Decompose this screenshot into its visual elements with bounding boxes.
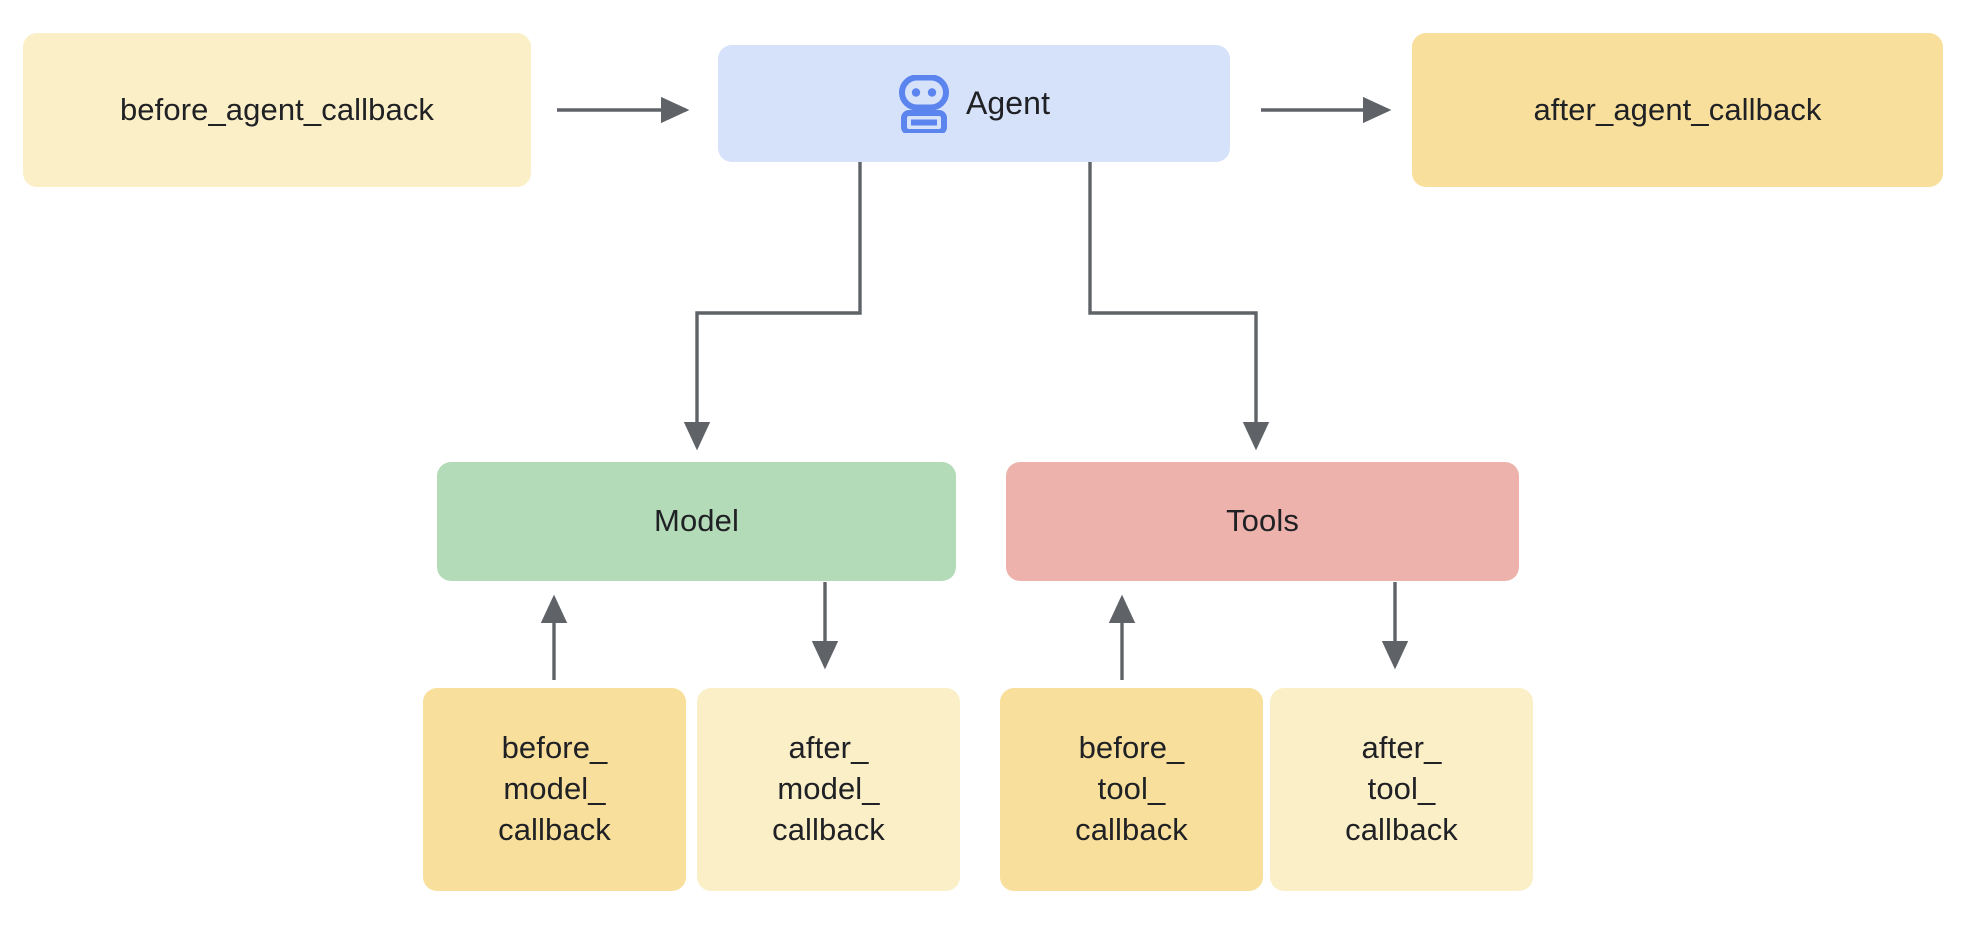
node-model[interactable]: Model	[437, 462, 956, 581]
node-before-model-callback-label: before_ model_ callback	[498, 730, 611, 847]
node-before-agent-callback[interactable]: before_agent_callback	[23, 33, 531, 187]
node-before-tool-callback-label: before_ tool_ callback	[1075, 730, 1188, 847]
node-after-model-callback[interactable]: after_ model_ callback	[697, 688, 960, 891]
node-agent[interactable]: Agent	[718, 45, 1230, 162]
node-after-tool-callback[interactable]: after_ tool_ callback	[1270, 688, 1533, 891]
node-after-model-callback-label: after_ model_ callback	[772, 730, 885, 847]
node-after-tool-callback-label: after_ tool_ callback	[1345, 730, 1458, 847]
node-before-model-callback[interactable]: before_ model_ callback	[423, 688, 686, 891]
node-agent-label: Agent	[965, 85, 1051, 122]
robot-icon	[898, 74, 949, 133]
node-after-agent-callback-label: after_agent_callback	[1533, 91, 1822, 127]
node-tools[interactable]: Tools	[1006, 462, 1519, 581]
edge-agent-to-tools	[1088, 162, 1270, 451]
node-before-tool-callback[interactable]: before_ tool_ callback	[1000, 688, 1263, 891]
agent-inner: Agent	[898, 74, 1051, 133]
node-before-agent-callback-label: before_agent_callback	[119, 91, 435, 127]
edge-agent-to-model	[683, 162, 862, 451]
node-after-agent-callback[interactable]: after_agent_callback	[1412, 33, 1943, 187]
node-tools-label: Tools	[1226, 503, 1299, 539]
node-model-label: Model	[654, 503, 739, 539]
